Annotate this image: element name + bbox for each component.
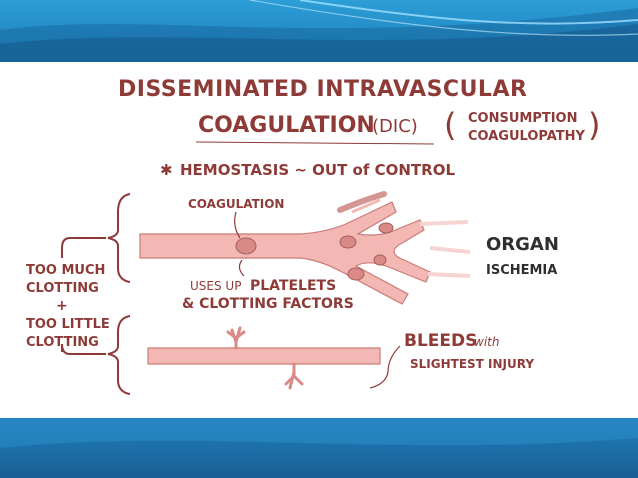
subtitle: HEMOSTASIS ~ OUT of CONTROL [180,161,455,179]
flow-arrow-2 [429,246,471,254]
title-underline [195,141,435,145]
top-decorative-band [0,0,638,62]
top-wave-graphic [0,0,638,62]
alt-name-line-1: CONSUMPTION [468,111,578,126]
alt-name-line-2: COAGULOPATHY [468,129,586,144]
bottom-decorative-band [0,418,638,478]
close-paren: ) [588,106,600,144]
too-much-line-1: TOO MUCH [26,263,105,278]
upper-bracket [107,193,131,283]
asterisk-mark: ✱ [160,161,173,179]
bleed-top [226,326,246,350]
flow-arrow-3 [427,272,471,278]
too-little-line-2: CLOTTING [26,335,99,350]
slightest-injury-label: SLIGHTEST INJURY [410,357,534,371]
clotting-factors-label: & CLOTTING FACTORS [182,296,354,312]
uses-up-pointer [238,259,245,277]
clot-5 [373,254,387,266]
dic-diagram: DISSEMINATED INTRAVASCULAR COAGULATION (… [26,77,600,395]
bleeds-label: BLEEDS [404,331,477,351]
bleeding-vessel [147,326,381,390]
title-line-2: COAGULATION [198,113,375,138]
coagulation-pointer [234,211,241,239]
upper-connector [61,237,106,258]
clot-1 [235,237,257,255]
bleed-bottom [284,362,304,390]
too-much-line-2: CLOTTING [26,281,99,296]
uses-up-label: USES UP [190,279,241,293]
branching-vessel [139,191,471,305]
clot-4 [378,222,394,234]
vessel-branch-top-fill [351,198,381,214]
bottom-gradient-graphic [0,418,638,448]
vessel-branch-top [337,191,387,213]
lower-bracket [107,315,131,395]
clot-3 [347,267,365,281]
clot-2 [339,235,357,249]
organ-label: ORGAN [486,234,559,255]
ischemia-label: ISCHEMIA [486,263,557,278]
flow-arrow-1 [419,220,469,226]
diagram-slide: DISSEMINATED INTRAVASCULAR COAGULATION (… [0,62,638,418]
bleeds-pointer [369,345,401,389]
coagulation-label: COAGULATION [188,197,284,211]
platelets-label: PLATELETS [250,278,336,294]
lower-connector [61,343,106,355]
title-abbrev: (DIC) [372,116,418,137]
lower-vessel-body [147,347,381,365]
title-line-1: DISSEMINATED INTRAVASCULAR [118,77,527,102]
too-little-line-1: TOO LITTLE [26,317,110,332]
with-label: with [474,335,499,349]
plus-sign: + [56,298,68,314]
open-paren: ( [444,106,456,144]
